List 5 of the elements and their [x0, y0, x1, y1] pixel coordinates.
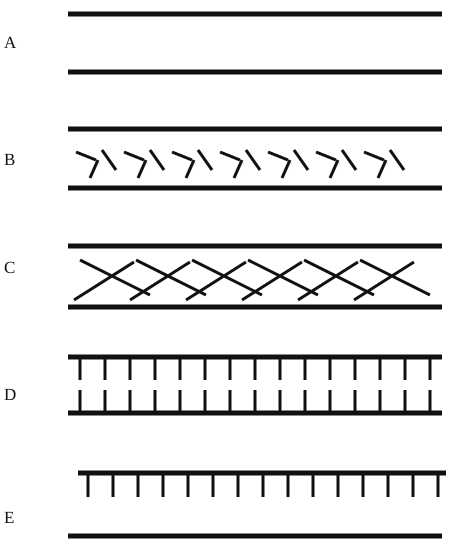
- panel-label: D: [4, 386, 16, 404]
- panel-label: E: [4, 509, 14, 527]
- panel-label: A: [4, 34, 16, 52]
- panel-label: B: [4, 151, 16, 169]
- panel-label: C: [4, 259, 16, 277]
